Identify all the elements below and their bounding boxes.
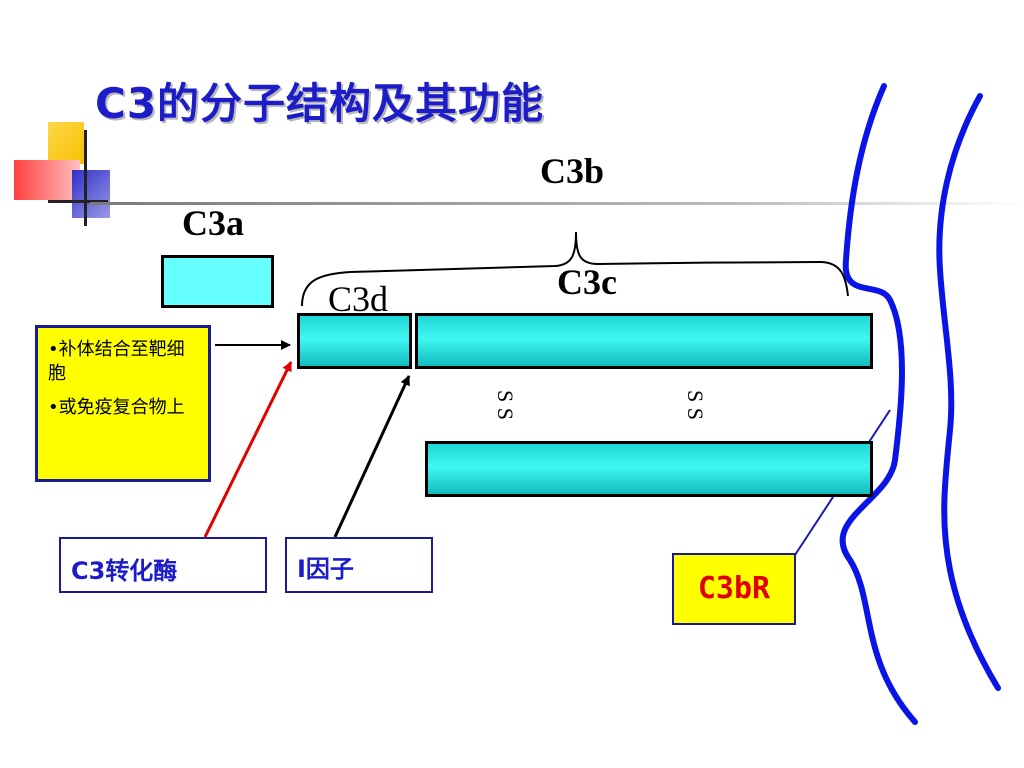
decor-square-yellow bbox=[48, 122, 84, 164]
function-item-2: •或免疫复合物上 bbox=[48, 397, 185, 418]
label-c3c: C3c bbox=[557, 262, 617, 302]
disulfide-bond-left: S S bbox=[492, 390, 518, 420]
c3b-receptor-label: C3bR bbox=[697, 571, 771, 606]
decor-vline bbox=[84, 130, 87, 226]
function-box: •补体结合至靶细胞 •或免疫复合物上 bbox=[35, 325, 211, 482]
factor-i-label: I因子 bbox=[297, 555, 354, 583]
decor-square-blue bbox=[72, 170, 110, 218]
c3b-receptor-box: C3bR bbox=[672, 553, 796, 625]
title-divider bbox=[90, 202, 1024, 205]
c3b-brace bbox=[301, 231, 849, 307]
factor-i-arrow bbox=[333, 375, 411, 538]
convertase-arrow bbox=[203, 361, 293, 538]
function-item-1: •补体结合至靶细胞 bbox=[48, 339, 185, 384]
factor-i-box: I因子 bbox=[285, 537, 433, 593]
slide-title: C3的分子结构及其功能 bbox=[95, 79, 545, 128]
cell-membrane-outer bbox=[839, 83, 918, 725]
c3-convertase-label: C3转化酶 bbox=[71, 557, 178, 585]
c3a-fragment bbox=[161, 255, 274, 308]
beta-chain bbox=[425, 441, 873, 497]
cell-membrane-inner bbox=[936, 93, 1001, 691]
label-c3b: C3b bbox=[540, 151, 605, 191]
decor-square-red bbox=[14, 160, 80, 200]
decor-squares bbox=[10, 120, 140, 230]
alpha-chain-segment bbox=[415, 313, 873, 369]
label-c3d: C3d bbox=[328, 279, 389, 319]
decor-hline bbox=[48, 200, 108, 203]
disulfide-bond-right: S S bbox=[682, 390, 708, 420]
c3d-segment bbox=[297, 313, 412, 369]
label-c3a: C3a bbox=[182, 203, 244, 243]
c3-convertase-box: C3转化酶 bbox=[59, 537, 267, 593]
